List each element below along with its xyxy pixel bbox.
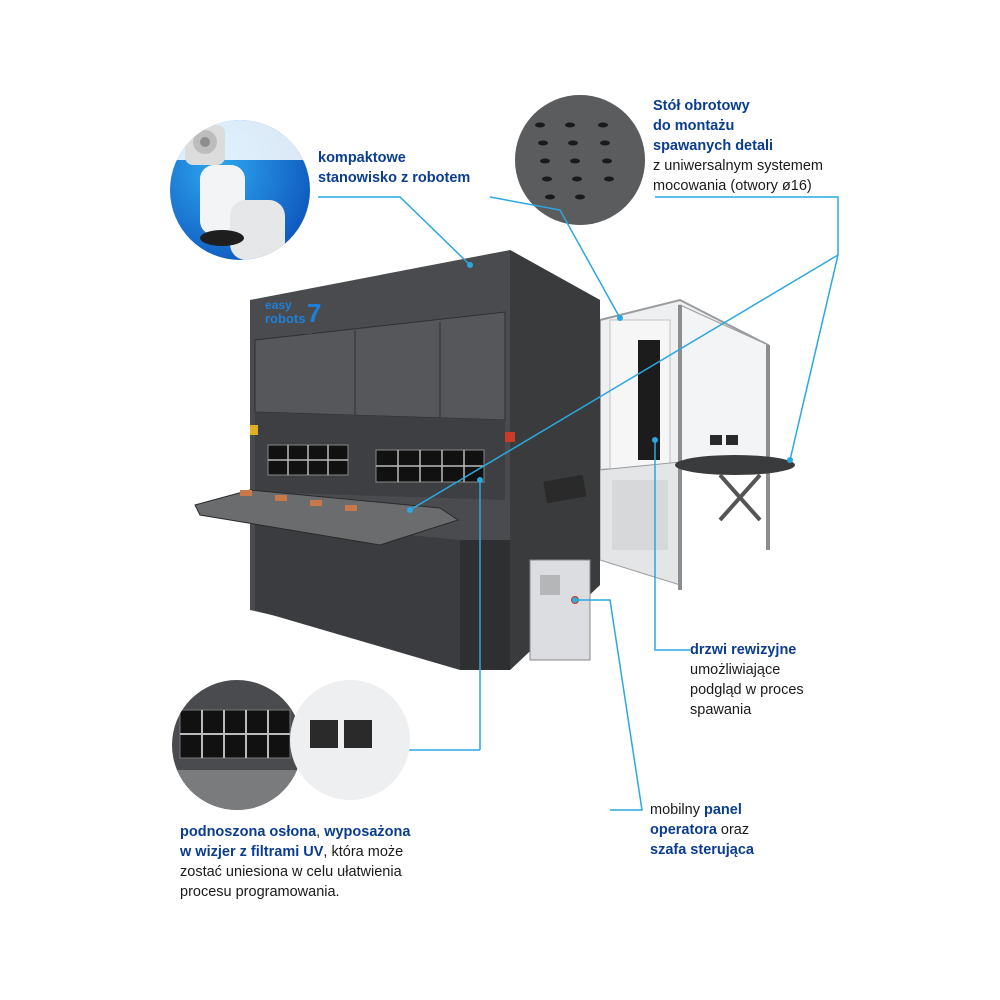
cover-window-photo <box>172 680 302 810</box>
lift-cover-label: podnoszona osłona, wyposażona w wizjer z… <box>180 824 411 900</box>
rotary-table-photo <box>515 95 645 225</box>
white-enclosure <box>599 298 795 590</box>
dark-housing <box>194 250 600 670</box>
rotary-table-label: Stół obrotowy do montażu spawanych detal… <box>653 98 824 194</box>
easy-robots-logo: easy robots 7 <box>265 298 325 338</box>
door-label: drzwi rewizyjne umożliwiające podgląd w … <box>690 642 804 718</box>
logo-line2: robots <box>265 311 306 326</box>
compact-station-label: kompaktowe stanowisko z robotem <box>318 150 471 186</box>
logo-mark: 7 <box>307 298 322 328</box>
operator-panel-label: mobilny panel operatora oraz szafa steru… <box>650 802 754 858</box>
door-window-photo <box>290 680 410 800</box>
logo-line1: easy <box>265 298 292 312</box>
